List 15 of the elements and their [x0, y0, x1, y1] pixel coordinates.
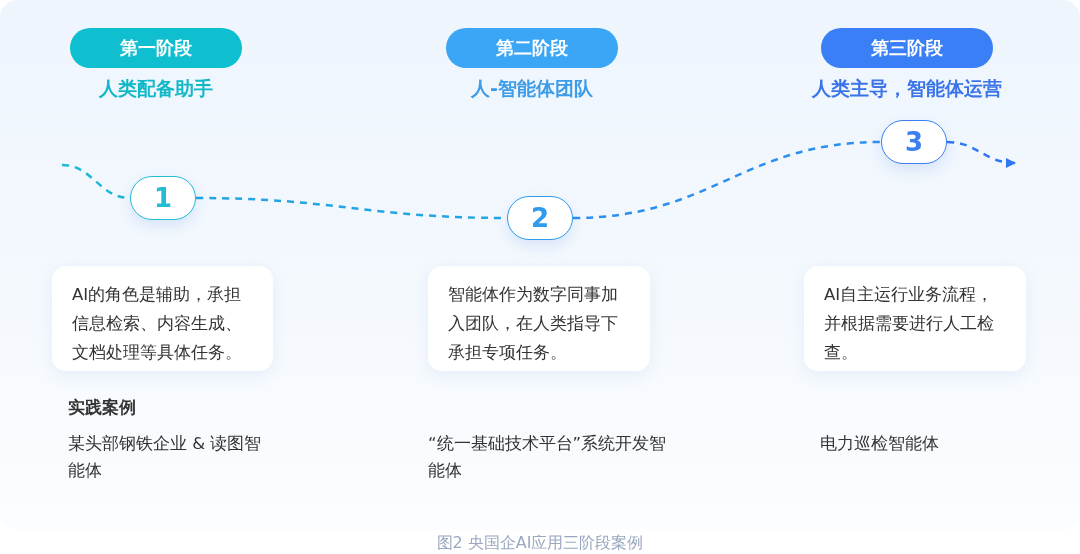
figure-caption: 图2 央国企AI应用三阶段案例 — [435, 533, 645, 554]
stage-pill: 第一阶段 — [70, 28, 242, 68]
card-text: 智能体作为数字同事加入团队，在人类指导下承担专项任务。 — [448, 284, 619, 364]
stage-subtitle: 人类主导，智能体运营 — [811, 76, 1003, 101]
dashed-path-arrow — [946, 140, 1016, 168]
section-heading: 实践案例 — [68, 397, 137, 419]
stage-subtitle: 人-智能体团队 — [470, 76, 594, 101]
case-text: “统一基础技术平台”系统开发智能体 — [428, 433, 668, 482]
case-text: 某头部钢铁企业 & 读图智能体 — [68, 433, 263, 482]
card-text: AI自主运行业务流程，并根据需要进行人工检查。 — [824, 284, 995, 364]
stage-pill: 第二阶段 — [446, 28, 618, 68]
card-text: AI的角色是辅助，承担信息检索、内容生成、文档处理等具体任务。 — [72, 284, 243, 364]
stage-pill: 第三阶段 — [821, 28, 993, 68]
stage-subtitle: 人类配备助手 — [98, 76, 214, 101]
case-text: 电力巡检智能体 — [820, 433, 940, 455]
